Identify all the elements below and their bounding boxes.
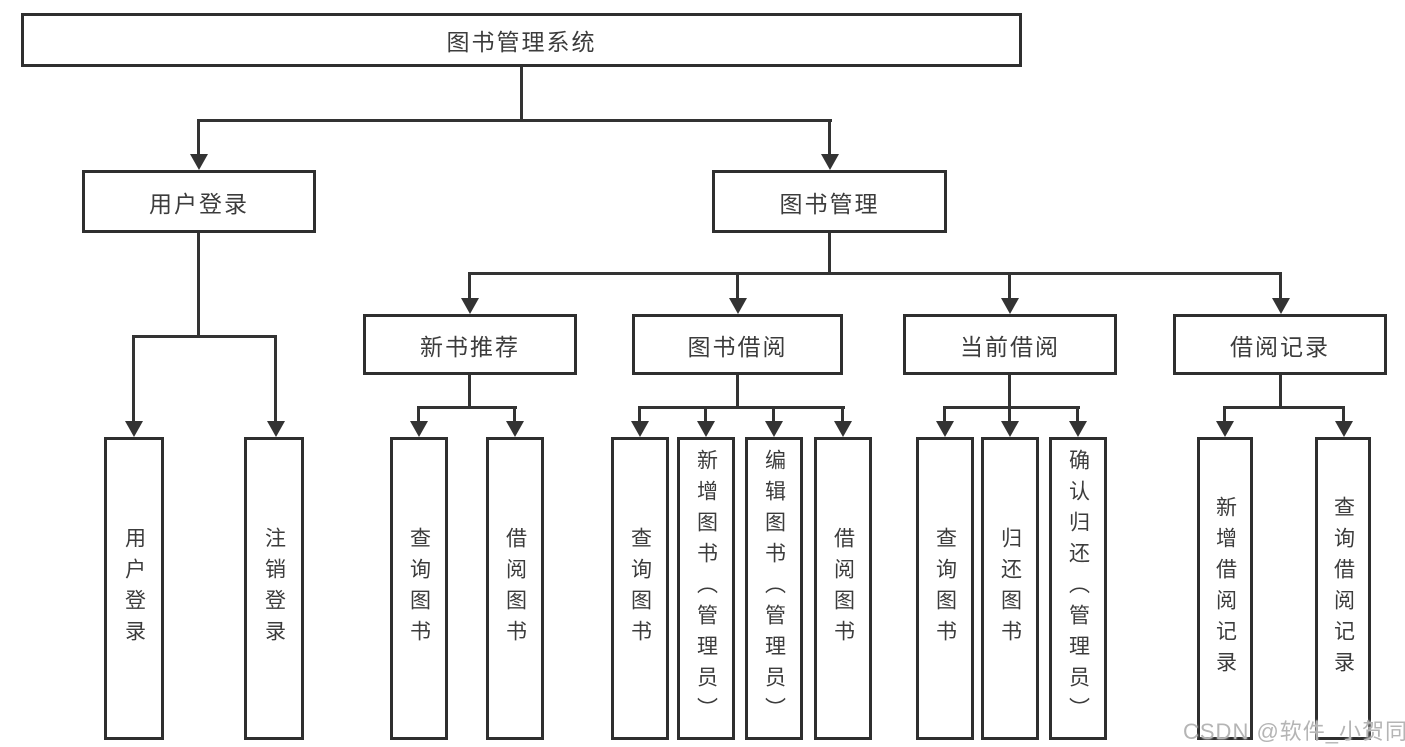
leaf-add-borrow-record: 新增借阅记录 bbox=[1197, 437, 1253, 740]
leaf-label: 用户登录 bbox=[122, 526, 146, 651]
node-new-book-recommendation: 新书推荐 bbox=[363, 314, 577, 375]
node-label: 用户登录 bbox=[149, 190, 249, 217]
arrow-down bbox=[697, 421, 715, 437]
node-library-management-system: 图书管理系统 bbox=[21, 13, 1022, 67]
connector-drop-line bbox=[1008, 406, 1011, 422]
leaf-label: 查询图书 bbox=[407, 526, 431, 651]
node-label: 新书推荐 bbox=[420, 333, 520, 360]
leaf-query-books-current: 查询图书 bbox=[916, 437, 974, 740]
leaf-query-books-borrowing: 查询图书 bbox=[611, 437, 669, 740]
connector-drop-line bbox=[638, 406, 641, 422]
leaf-query-books-recommend: 查询图书 bbox=[390, 437, 448, 740]
connector-drop-line bbox=[772, 406, 775, 422]
connector-drop-line bbox=[132, 335, 135, 422]
connector-drop-line bbox=[704, 406, 707, 422]
leaf-confirm-return-admin: 确认归还（管理员） bbox=[1049, 437, 1107, 740]
connector-userlogin-stub bbox=[197, 233, 200, 337]
node-label: 图书管理系统 bbox=[446, 29, 597, 55]
node-current-borrowing: 当前借阅 bbox=[903, 314, 1117, 375]
connector-bookmgmt-stub bbox=[828, 233, 831, 274]
leaf-user-login: 用户登录 bbox=[104, 437, 164, 740]
connector-current-bar bbox=[943, 406, 1080, 409]
connector-drop-line bbox=[943, 406, 946, 422]
arrow-down bbox=[267, 421, 285, 437]
connector-records-bar bbox=[1223, 406, 1345, 409]
arrow-down bbox=[1335, 421, 1353, 437]
connector-recommend-stub bbox=[468, 375, 471, 408]
connector-drop-line bbox=[1342, 406, 1345, 422]
connector-records-stub bbox=[1279, 375, 1282, 408]
node-label: 借阅记录 bbox=[1230, 333, 1330, 360]
arrow-down bbox=[410, 421, 428, 437]
connector-borrowing-bar bbox=[638, 406, 845, 409]
arrow-down bbox=[1216, 421, 1234, 437]
leaf-label: 借阅图书 bbox=[503, 526, 527, 651]
arrow-down bbox=[1001, 298, 1019, 314]
connector-drop-line bbox=[828, 119, 831, 157]
arrow-down bbox=[1272, 298, 1290, 314]
leaf-label: 编辑图书（管理员） bbox=[762, 449, 786, 728]
arrow-down bbox=[936, 421, 954, 437]
node-borrowing-records: 借阅记录 bbox=[1173, 314, 1387, 375]
connector-current-stub bbox=[1008, 375, 1011, 408]
leaf-label: 注销登录 bbox=[262, 526, 286, 651]
connector-drop-line bbox=[468, 272, 471, 299]
connector-drop-line bbox=[274, 335, 277, 422]
leaf-add-books-admin: 新增图书（管理员） bbox=[677, 437, 735, 740]
csdn-watermark: CSDN @软件_小贺同学 bbox=[1183, 719, 1405, 744]
leaf-label: 查询借阅记录 bbox=[1331, 495, 1355, 682]
arrow-down bbox=[765, 421, 783, 437]
connector-userlogin-bar bbox=[132, 335, 277, 338]
connector-drop-line bbox=[513, 406, 516, 422]
leaf-label: 查询图书 bbox=[933, 526, 957, 651]
arrow-down bbox=[190, 154, 208, 170]
connector-drop-line bbox=[417, 406, 420, 422]
connector-drop-line bbox=[1223, 406, 1226, 422]
arrow-down bbox=[834, 421, 852, 437]
connector-drop-line bbox=[197, 119, 200, 157]
leaf-borrow-books-borrowing: 借阅图书 bbox=[814, 437, 872, 740]
connector-drop-line bbox=[1008, 272, 1011, 299]
leaf-label: 新增图书（管理员） bbox=[694, 449, 718, 728]
leaf-label: 借阅图书 bbox=[831, 526, 855, 651]
arrow-down bbox=[125, 421, 143, 437]
node-user-login: 用户登录 bbox=[82, 170, 316, 233]
node-label: 图书借阅 bbox=[687, 333, 788, 360]
arrow-down bbox=[631, 421, 649, 437]
leaf-edit-books-admin: 编辑图书（管理员） bbox=[745, 437, 803, 740]
node-label: 图书管理 bbox=[779, 190, 880, 217]
leaf-borrow-books-recommend: 借阅图书 bbox=[486, 437, 544, 740]
connector-recommend-bar bbox=[417, 406, 517, 409]
connector-bookmgmt-bar bbox=[468, 272, 1282, 275]
connector-root-stub bbox=[520, 67, 523, 122]
connector-drop-line bbox=[736, 272, 739, 299]
leaf-label: 归还图书 bbox=[998, 526, 1022, 651]
arrow-down bbox=[729, 298, 747, 314]
arrow-down bbox=[821, 154, 839, 170]
leaf-label: 新增借阅记录 bbox=[1213, 495, 1237, 682]
leaf-logout: 注销登录 bbox=[244, 437, 304, 740]
connector-drop-line bbox=[1279, 272, 1282, 299]
connector-borrowing-stub bbox=[736, 375, 739, 408]
leaf-label: 查询图书 bbox=[628, 526, 652, 651]
node-label: 当前借阅 bbox=[960, 333, 1060, 360]
leaf-return-books: 归还图书 bbox=[981, 437, 1039, 740]
leaf-label: 确认归还（管理员） bbox=[1066, 449, 1090, 728]
arrow-down bbox=[1069, 421, 1087, 437]
arrow-down bbox=[1001, 421, 1019, 437]
connector-drop-line bbox=[841, 406, 844, 422]
connector-drop-line bbox=[1076, 406, 1079, 422]
node-book-management: 图书管理 bbox=[712, 170, 947, 233]
arrow-down bbox=[506, 421, 524, 437]
leaf-query-borrow-record: 查询借阅记录 bbox=[1315, 437, 1371, 740]
connector-root-bar bbox=[197, 119, 832, 122]
node-book-borrowing: 图书借阅 bbox=[632, 314, 843, 375]
arrow-down bbox=[461, 298, 479, 314]
